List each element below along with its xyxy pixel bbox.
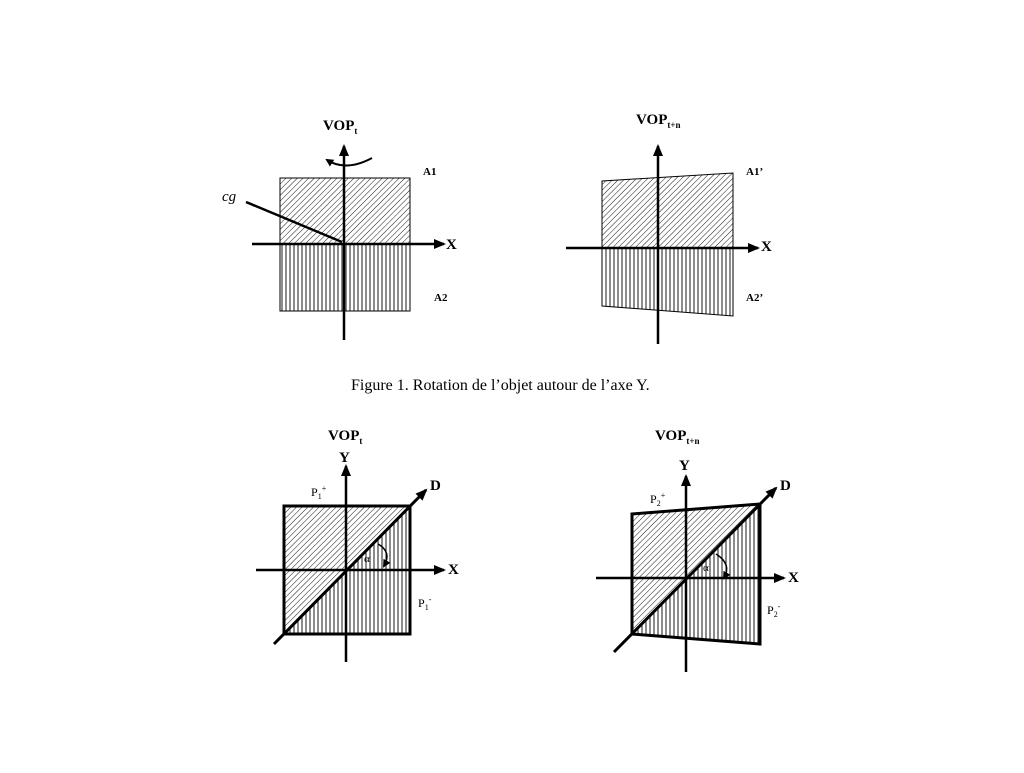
fig2-left-title: VOPt: [328, 428, 362, 446]
fig1-left-cg-pointer: [245, 200, 343, 244]
fig2-left-label-alpha: α: [364, 553, 370, 565]
fig2-right-label-d: D: [780, 478, 791, 494]
fig1-right-label-a2: A2’: [746, 292, 763, 304]
fig2-right-label-p-plus: P2+: [650, 491, 666, 508]
fig2-right-quad-outline: [630, 502, 762, 646]
fig2-right-diagram: VOPt+n Y X D α P2+ P2-: [596, 428, 799, 672]
fig1-left-diagram: VOPt A1 A2 cg X: [222, 118, 457, 340]
fig2-right-label-x: X: [788, 570, 799, 586]
fig1-left-label-a1: A1: [423, 166, 436, 178]
figure1-caption: Figure 1. Rotation de l’objet autour de …: [351, 377, 650, 394]
fig2-left-label-p-plus: P1+: [311, 484, 327, 501]
fig2-right-label-y: Y: [679, 458, 690, 474]
fig2-right-d-axis: [612, 486, 778, 654]
fig1-left-label-x: X: [446, 237, 457, 253]
fig2-left-label-p-minus: P1-: [418, 595, 432, 612]
fig2-right-label-p-minus: P2-: [767, 602, 781, 619]
fig2-right-title: VOPt+n: [655, 428, 700, 446]
fig2-left-alpha-arrow: [377, 543, 391, 568]
fig1-left-title: VOPt: [323, 118, 357, 136]
fig2-left-d-axis: [272, 488, 428, 646]
fig1-right-region-a1: [601, 172, 734, 249]
fig2-left-label-d: D: [430, 478, 441, 494]
fig1-left-label-a2: A2: [434, 292, 448, 304]
fig2-right-label-alpha: α: [703, 562, 709, 574]
fig1-right-label-x: X: [761, 239, 772, 255]
fig1-right-diagram: VOPt+n A1’ A2’ X: [566, 112, 772, 344]
fig2-right-region-p-minus: [632, 504, 760, 644]
fig2-left-label-y: Y: [339, 450, 350, 466]
fig1-left-rotation-arrow: [325, 157, 373, 167]
fig2-left-label-x: X: [448, 562, 459, 578]
fig1-right-region-a2: [601, 247, 734, 317]
fig1-right-title: VOPt+n: [636, 112, 681, 130]
fig1-left-label-cg: cg: [222, 189, 237, 205]
fig2-right-alpha-arrow: [715, 553, 731, 580]
fig2-left-diagram: VOPt Y X D α P1+ P1-: [256, 428, 459, 662]
fig1-right-label-a1: A1’: [746, 166, 763, 178]
